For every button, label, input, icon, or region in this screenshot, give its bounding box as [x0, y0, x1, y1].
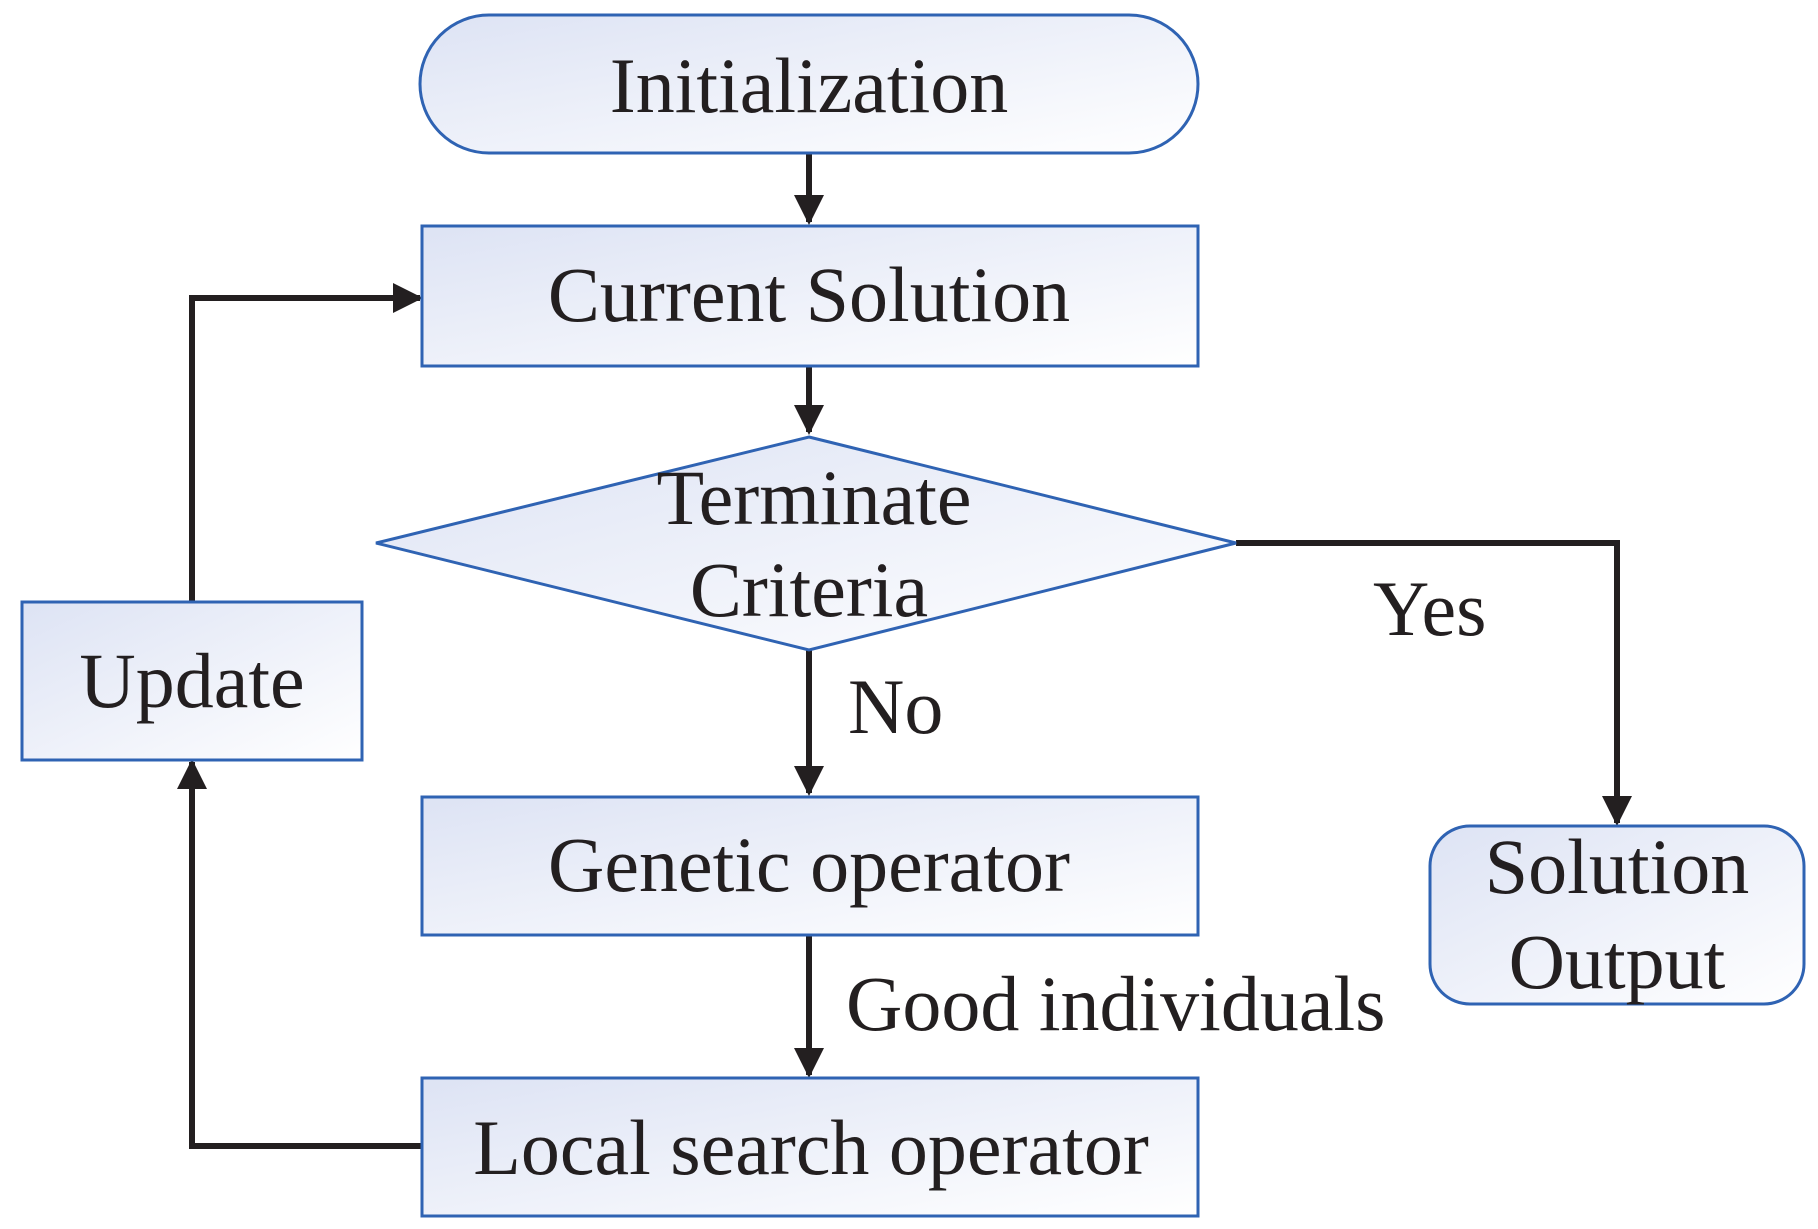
local-search-operator-label: Local search operator [473, 1104, 1149, 1191]
terminate-label-line1: Terminate [656, 454, 971, 541]
genetic-operator-node: Genetic operator [420, 795, 1200, 937]
update-node: Update [20, 600, 364, 762]
yes-label: Yes [1373, 565, 1487, 652]
initialization-node: Initialization [418, 13, 1200, 155]
terminate-label-line2: Criteria [690, 546, 928, 633]
update-label: Update [79, 637, 304, 724]
solution-output-label-line1: Solution [1485, 823, 1749, 910]
good-individuals-label: Good individuals [846, 960, 1386, 1047]
genetic-operator-label: Genetic operator [548, 821, 1070, 908]
solution-output-node: Solution Output [1428, 823, 1806, 1006]
current-solution-node: Current Solution [420, 224, 1200, 368]
current-solution-label: Current Solution [548, 251, 1070, 338]
arrow-localsearch-to-update [177, 759, 422, 1149]
connectors [177, 153, 1632, 1149]
arrow-update-to-current [189, 283, 423, 602]
no-label: No [848, 663, 943, 750]
terminate-criteria-node: Terminate Criteria [375, 435, 1237, 652]
initialization-label: Initialization [610, 42, 1009, 129]
solution-output-label-line2: Output [1509, 918, 1726, 1005]
arrow-terminate-to-output [1236, 540, 1632, 826]
local-search-operator-node: Local search operator [420, 1076, 1200, 1218]
